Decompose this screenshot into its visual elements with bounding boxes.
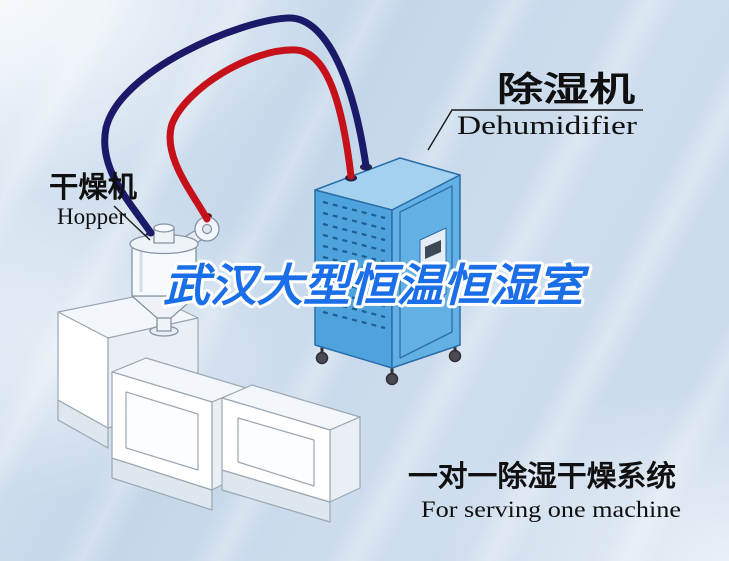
dehumidifier-machine bbox=[314, 157, 462, 386]
dehumidifier-label-en: Dehumidifier bbox=[457, 111, 637, 140]
dehumidifier-callout-line bbox=[427, 109, 643, 151]
system-label-zh: 一对一除湿干燥系统 bbox=[408, 459, 676, 493]
hopper-label-zh: 干燥机 bbox=[49, 170, 137, 204]
dehumidifier-label-zh: 除湿机 bbox=[497, 70, 635, 110]
hopper-label-en: Hopper bbox=[57, 204, 126, 229]
hopper-callout-line bbox=[113, 205, 151, 241]
hopper-outlet-tube bbox=[156, 317, 172, 332]
callout-lines bbox=[113, 109, 643, 241]
return-air-pipe bbox=[101, 14, 370, 237]
vent-grille bbox=[322, 200, 386, 330]
extruder-panel-door bbox=[237, 417, 315, 487]
hopper-dryer bbox=[129, 213, 220, 337]
dry-air-pipe bbox=[166, 46, 355, 223]
service-door bbox=[399, 185, 453, 359]
lid-cap-top bbox=[153, 223, 175, 233]
blower-hub bbox=[201, 223, 213, 235]
extruder-panel-door bbox=[125, 391, 199, 471]
panel-buttons bbox=[426, 261, 440, 284]
panel-display bbox=[425, 240, 441, 259]
extruder-cabinet-side bbox=[329, 416, 361, 503]
main-title: 武汉大型恒温恒湿室 bbox=[163, 259, 590, 312]
system-label-en: For serving one machine bbox=[421, 497, 681, 522]
extruder-machine bbox=[57, 293, 361, 523]
